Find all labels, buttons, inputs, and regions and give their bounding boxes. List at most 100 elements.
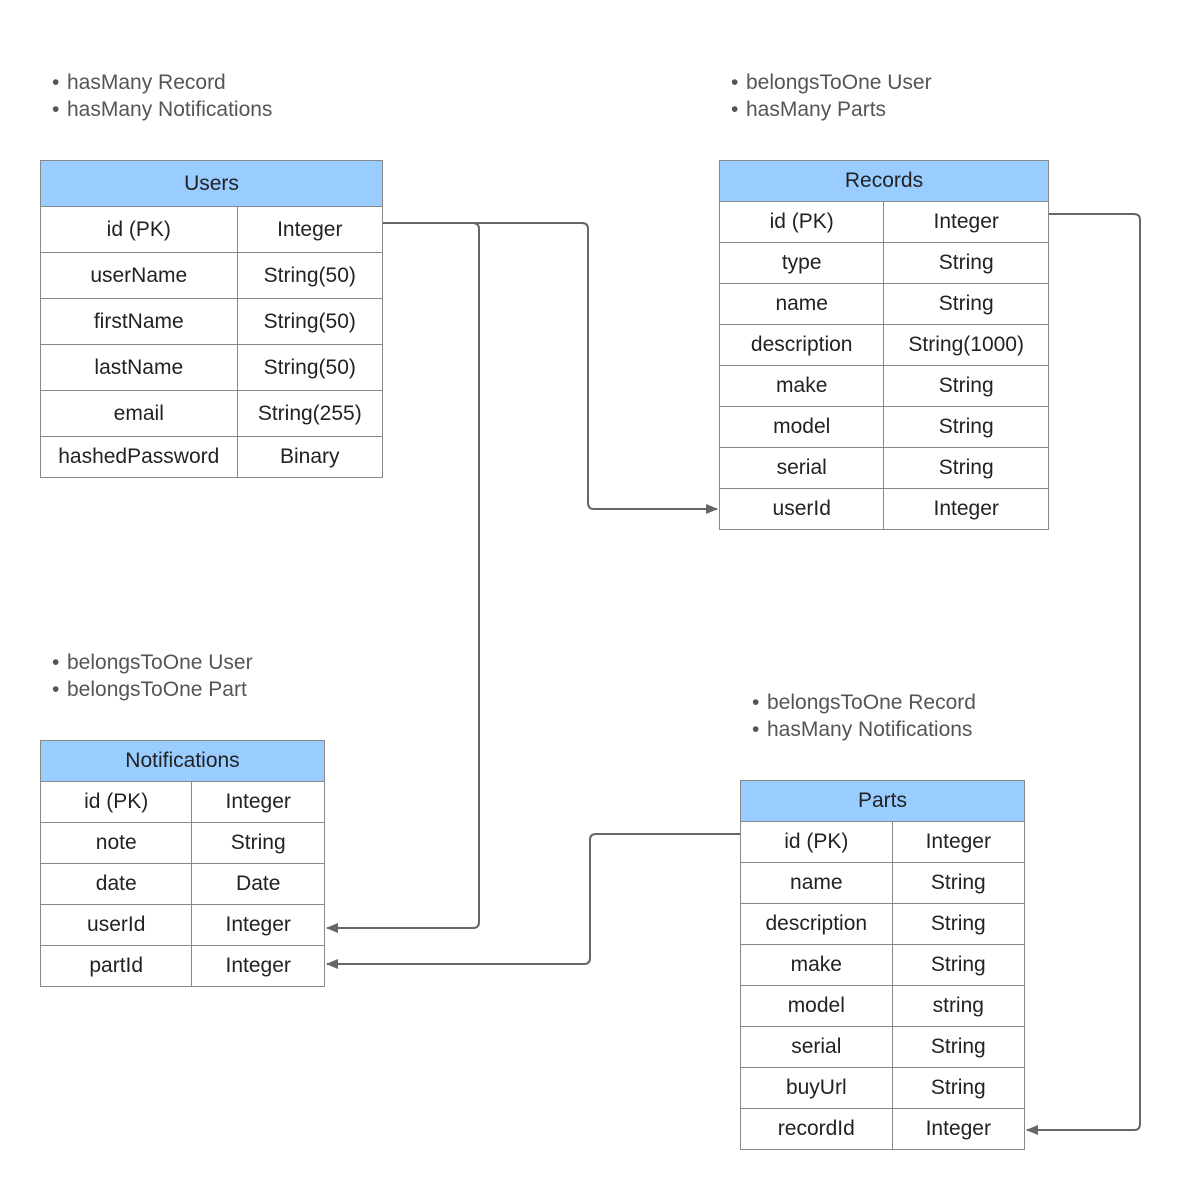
field-type: String (891, 862, 1026, 904)
field-name: recordId (740, 1108, 893, 1150)
field-type: Integer (236, 206, 384, 253)
field-name: id (PK) (40, 206, 238, 253)
notifications-note: belongsToOne Part (52, 676, 253, 703)
field-type: Integer (891, 1108, 1026, 1150)
notifications-relationship-notes: belongsToOne User belongsToOne Part (52, 649, 253, 703)
table-row: id (PK)Integer (39, 781, 325, 823)
field-name: userId (39, 904, 193, 946)
field-name: make (740, 944, 893, 986)
field-type: Integer (191, 945, 325, 987)
field-type: String (883, 365, 1049, 407)
field-type: string (891, 985, 1026, 1027)
field-name: userName (40, 252, 238, 299)
field-name: email (40, 390, 238, 437)
field-type: String (883, 406, 1049, 448)
field-type: Binary (236, 436, 384, 478)
field-type: String(50) (236, 252, 384, 299)
notifications-table-title: Notifications (40, 740, 325, 782)
field-type: Integer (883, 201, 1049, 243)
field-name: serial (740, 1026, 893, 1068)
field-name: id (PK) (718, 201, 885, 243)
field-name: lastName (40, 344, 238, 391)
notifications-note: belongsToOne User (52, 649, 253, 676)
records-note: belongsToOne User (731, 69, 932, 96)
field-type: String (891, 1067, 1026, 1109)
table-row: id (PK)Integer (718, 201, 1049, 243)
field-type: String (891, 944, 1026, 986)
field-type: Integer (883, 488, 1049, 530)
parts-note: belongsToOne Record (752, 689, 976, 716)
parts-to-notifications-connector (326, 833, 740, 969)
field-type: String(255) (236, 390, 384, 437)
field-type: String(50) (236, 344, 384, 391)
field-name: id (PK) (740, 821, 893, 863)
field-name: model (718, 406, 885, 448)
users-note: hasMany Notifications (52, 96, 272, 123)
parts-table-title: Parts (740, 780, 1025, 822)
records-note: hasMany Parts (731, 96, 932, 123)
field-type: String (191, 822, 325, 864)
field-type: String (891, 1026, 1026, 1068)
parts-note: hasMany Notifications (752, 716, 976, 743)
field-name: description (740, 903, 893, 945)
field-name: partId (39, 945, 193, 987)
field-name: serial (718, 447, 885, 489)
records-relationship-notes: belongsToOne User hasMany Parts (731, 69, 932, 123)
table-row: id (PK)Integer (740, 821, 1026, 863)
field-name: firstName (40, 298, 238, 345)
users-table-title: Users (40, 160, 383, 207)
users-note: hasMany Record (52, 69, 272, 96)
field-type: String (883, 242, 1049, 284)
table-row: id (PK)Integer (40, 206, 384, 253)
field-name: date (39, 863, 193, 905)
field-name: note (39, 822, 193, 864)
parts-relationship-notes: belongsToOne Record hasMany Notification… (752, 689, 976, 743)
field-type: Integer (191, 904, 325, 946)
field-type: String (891, 903, 1026, 945)
field-name: description (718, 324, 885, 366)
field-type: Integer (191, 781, 325, 823)
field-type: String(1000) (883, 324, 1049, 366)
field-name: hashedPassword (40, 436, 238, 478)
field-name: name (718, 283, 885, 325)
field-type: String (883, 283, 1049, 325)
records-table-title: Records (719, 160, 1049, 202)
field-name: type (718, 242, 885, 284)
field-name: userId (718, 488, 885, 530)
field-name: buyUrl (740, 1067, 893, 1109)
field-name: make (718, 365, 885, 407)
field-type: Date (191, 863, 325, 905)
field-name: name (740, 862, 893, 904)
users-relationship-notes: hasMany Record hasMany Notifications (52, 69, 272, 123)
field-type: String(50) (236, 298, 384, 345)
users-to-records-connector (383, 222, 718, 514)
field-name: id (PK) (39, 781, 193, 823)
